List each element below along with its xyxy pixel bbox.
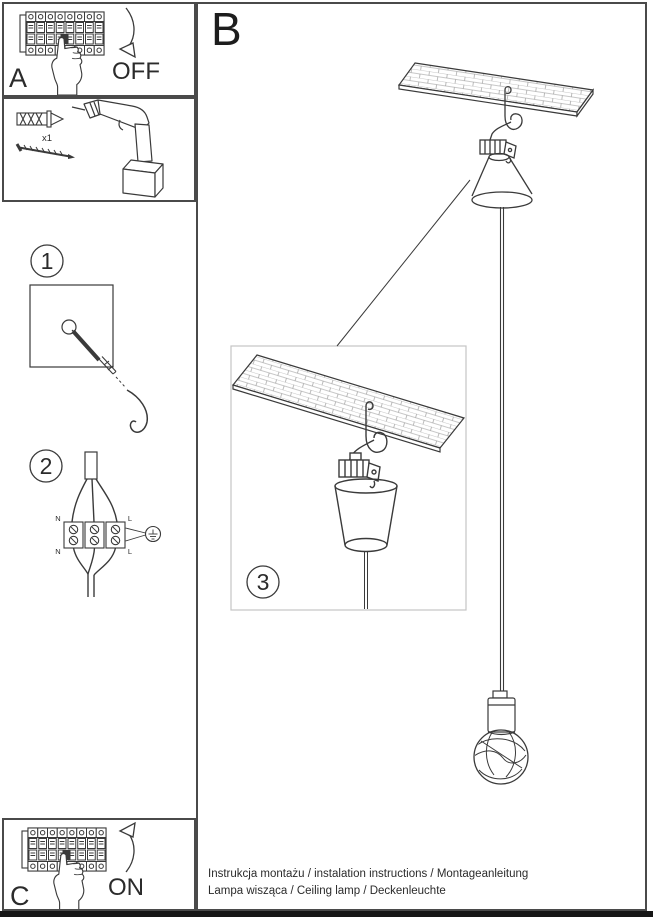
steps-1-2-illustration: 1 2	[29, 244, 162, 597]
lamp-socket	[487, 690, 516, 736]
ceiling-hook	[504, 90, 523, 131]
step2-number: 2	[40, 453, 53, 479]
ceiling-panel	[397, 62, 595, 118]
breaker-off-illustration: OFF A	[9, 7, 160, 95]
wire-label-n-bottom: N	[55, 547, 60, 556]
screw-drawing	[15, 143, 75, 159]
quantity-label: x1	[42, 133, 52, 144]
step-a-label: A	[9, 63, 27, 93]
inset-rod-curl	[365, 401, 374, 411]
cable-clamp	[479, 139, 517, 164]
wall-plug-drawing	[16, 110, 65, 128]
ground-symbol	[125, 525, 162, 543]
step2-badge: 2	[29, 449, 63, 483]
caption: Instrukcja montażu / instalation instruc…	[208, 866, 638, 900]
pendant-cable	[499, 207, 505, 695]
hanger-wire	[489, 121, 512, 141]
breaker-on-illustration: ON C	[10, 822, 144, 909]
off-label: OFF	[112, 58, 160, 85]
step-c-box: ON C	[2, 818, 196, 911]
step1-number: 1	[41, 248, 54, 274]
inset-ceiling-hook	[365, 406, 388, 453]
step-a-box: OFF A	[2, 2, 196, 97]
arrow-down-icon	[119, 7, 136, 58]
rod-curl	[504, 85, 512, 95]
ceiling-cup	[471, 152, 533, 209]
terminal-block	[63, 521, 126, 549]
wire-label-l-top: L	[128, 514, 132, 523]
step3-badge: 3	[246, 565, 280, 599]
caption-line2: Lampa wisząca / Ceiling lamp / Deckenleu…	[208, 885, 446, 897]
tools-illustration: x1	[15, 99, 164, 198]
step1-drawing	[29, 284, 148, 433]
wire-label-n-top: N	[55, 514, 60, 523]
inset-leader-line	[336, 179, 471, 347]
drill-drawing	[71, 99, 164, 198]
section-b-panel: B	[196, 2, 647, 911]
step-c-label: C	[10, 881, 30, 909]
wiring-diagram: N L N L	[55, 451, 162, 597]
decorative-bulb	[473, 729, 529, 785]
inset-hook-and-canopy	[334, 401, 398, 609]
pendant-lamp-illustration: 3	[230, 62, 595, 785]
step3-number: 3	[257, 569, 270, 595]
wire-label-l-bottom: L	[128, 547, 132, 556]
step1-badge: 1	[30, 244, 64, 278]
page-bottom-border	[0, 911, 653, 917]
arrow-up-icon	[119, 822, 136, 873]
on-label: ON	[108, 874, 144, 901]
caption-line1: Instrukcja montażu / instalation instruc…	[208, 868, 529, 880]
hook-drawing	[126, 389, 148, 433]
tools-box: x1	[2, 97, 196, 202]
inset-cable-clamp	[338, 452, 381, 489]
inset-ceiling-cup	[334, 478, 398, 553]
hook-and-canopy	[471, 85, 533, 209]
inset-ceiling-panel	[231, 354, 466, 453]
section-b-label: B	[211, 3, 242, 55]
inset-cable	[364, 551, 368, 609]
